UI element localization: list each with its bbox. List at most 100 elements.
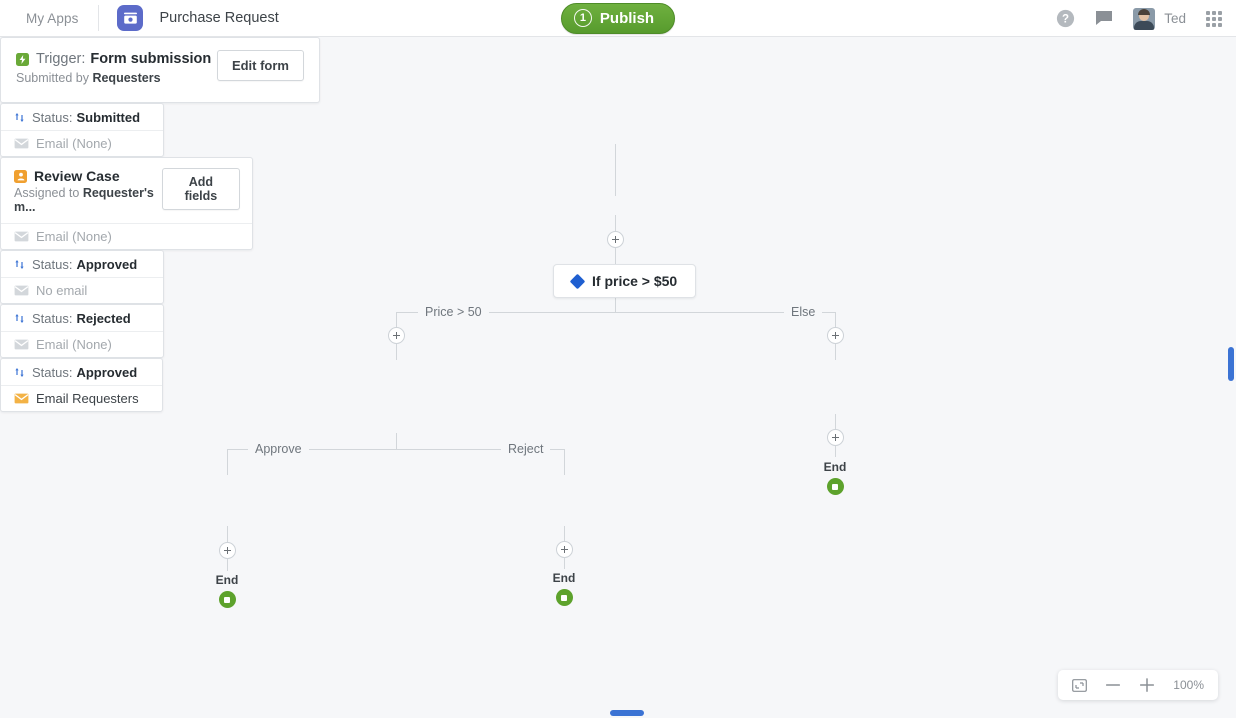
lightning-bolt-icon bbox=[16, 52, 29, 66]
add-step-plus-false-branch[interactable] bbox=[827, 327, 844, 344]
status-row: Status: Approved bbox=[1, 359, 162, 385]
end-stop-icon bbox=[218, 591, 236, 608]
connector-condition-stem bbox=[615, 298, 616, 312]
publish-label: Publish bbox=[599, 9, 655, 27]
help-circle-icon[interactable]: ? bbox=[1056, 9, 1075, 28]
connector-false-branch bbox=[835, 312, 836, 329]
status-prefix: Status: bbox=[32, 109, 73, 125]
end-stop-icon bbox=[826, 478, 844, 495]
trigger-name: Form submission bbox=[90, 51, 212, 67]
email-row: Email (None) bbox=[1, 130, 163, 156]
add-step-plus-approve[interactable] bbox=[219, 542, 236, 559]
status-arrows-icon bbox=[14, 366, 25, 379]
envelope-icon bbox=[14, 285, 29, 296]
assigned-prefix: Assigned to bbox=[14, 186, 80, 200]
status-arrows-icon bbox=[14, 111, 25, 124]
app-title: Purchase Request bbox=[159, 10, 279, 26]
status-value: Submitted bbox=[76, 109, 141, 125]
end-node-reject[interactable]: End bbox=[536, 571, 592, 606]
add-fields-button[interactable]: Add fields bbox=[161, 168, 240, 210]
connector-else-to-plus bbox=[835, 414, 836, 438]
status-prefix: Status: bbox=[32, 310, 73, 326]
status-prefix: Status: bbox=[32, 364, 73, 380]
status-row: Status: Submitted bbox=[1, 104, 163, 130]
zoom-level-label: 100% bbox=[1173, 678, 1204, 692]
user-name: Ted bbox=[1164, 11, 1186, 26]
chat-bubble-icon[interactable] bbox=[1095, 10, 1113, 27]
status-value: Approved bbox=[76, 256, 138, 272]
review-case-title-row: Review Case bbox=[14, 168, 162, 184]
svg-text:?: ? bbox=[1062, 14, 1069, 26]
money-app-icon[interactable] bbox=[117, 5, 144, 31]
email-text: Email Requesters bbox=[36, 391, 139, 406]
end-node-approve[interactable]: End bbox=[199, 573, 255, 608]
envelope-icon bbox=[14, 138, 29, 149]
email-row: Email (None) bbox=[1, 331, 163, 357]
connector-trigger-to-status bbox=[615, 144, 616, 196]
trigger-node[interactable]: Trigger: Form submission Submitted by Re… bbox=[0, 37, 320, 103]
horizontal-scrollbar[interactable] bbox=[610, 710, 644, 716]
review-case-title: Review Case bbox=[34, 168, 120, 184]
branch-label-reject: Reject bbox=[501, 442, 551, 456]
avatar bbox=[1133, 7, 1156, 30]
publish-count-badge: 1 bbox=[573, 9, 592, 27]
end-label: End bbox=[215, 573, 239, 587]
connector-reject-plus-to-end bbox=[564, 558, 565, 569]
envelope-icon bbox=[14, 339, 29, 350]
condition-node[interactable]: If price > $50 bbox=[553, 264, 697, 298]
connector-else-plus-to-end bbox=[835, 446, 836, 457]
condition-label: If price > $50 bbox=[592, 273, 678, 289]
apps-grid-icon[interactable] bbox=[1206, 10, 1222, 27]
status-prefix: Status: bbox=[32, 256, 73, 272]
branch-bar-condition bbox=[396, 312, 835, 313]
status-arrows-icon bbox=[14, 258, 25, 271]
connector-reject-branch bbox=[564, 449, 565, 475]
publish-button[interactable]: 1 Publish bbox=[560, 3, 676, 34]
trigger-subtitle-prefix: Submitted by bbox=[16, 71, 89, 85]
edit-form-button[interactable]: Edit form bbox=[216, 50, 304, 81]
status-submitted-node[interactable]: Status: Submitted Email (None) bbox=[0, 103, 164, 157]
publish-container: 1 Publish bbox=[0, 0, 1236, 37]
trigger-headline: Trigger: Form submission bbox=[16, 51, 211, 67]
toolbar-divider bbox=[98, 5, 100, 31]
add-step-plus-else[interactable] bbox=[827, 429, 844, 446]
email-text: No email bbox=[36, 283, 88, 298]
fit-to-screen-icon[interactable] bbox=[1072, 678, 1088, 692]
end-node-else[interactable]: End bbox=[807, 460, 863, 495]
review-case-email-text: Email (None) bbox=[36, 229, 112, 244]
review-case-assignee: Assigned to Requester's m... bbox=[14, 186, 162, 214]
email-text: Email (None) bbox=[36, 337, 112, 352]
my-apps-link[interactable]: My Apps bbox=[26, 10, 79, 26]
add-step-plus-reject[interactable] bbox=[556, 541, 573, 558]
status-rejected-node[interactable]: Status: Rejected Email (None) bbox=[0, 304, 164, 358]
assigned-value: Requester's m... bbox=[14, 186, 154, 214]
email-row: Email Requesters bbox=[1, 385, 162, 411]
connector-review-stem bbox=[396, 433, 397, 449]
connector-approve-plus-to-end bbox=[227, 559, 228, 571]
trigger-subtitle: Submitted by Requesters bbox=[16, 71, 211, 85]
connector-true-plus-to-review bbox=[396, 344, 397, 360]
connector-status-to-plus bbox=[615, 215, 616, 240]
zoom-in-button[interactable] bbox=[1139, 678, 1155, 692]
zoom-out-button[interactable] bbox=[1105, 678, 1121, 692]
review-case-email-row: Email (None) bbox=[1, 223, 252, 249]
email-text: Email (None) bbox=[36, 136, 112, 151]
connector-false-plus-to-status bbox=[835, 344, 836, 360]
connector-approve-branch bbox=[227, 449, 228, 475]
add-step-plus-true-branch[interactable] bbox=[388, 327, 405, 344]
add-step-plus-main[interactable] bbox=[607, 231, 624, 248]
user-menu[interactable]: Ted bbox=[1133, 7, 1186, 30]
branch-bar-review bbox=[227, 449, 564, 450]
status-approved-else-node[interactable]: Status: Approved Email Requesters bbox=[0, 358, 163, 412]
vertical-scrollbar[interactable] bbox=[1228, 347, 1234, 381]
connector-plus-to-condition bbox=[615, 248, 616, 264]
workflow-canvas[interactable]: Trigger: Form submission Submitted by Re… bbox=[0, 37, 1236, 718]
review-case-node[interactable]: Review Case Assigned to Requester's m...… bbox=[0, 157, 253, 250]
branch-label-true: Price > 50 bbox=[418, 305, 489, 319]
connector-reject-to-plus bbox=[564, 526, 565, 550]
envelope-filled-icon bbox=[14, 393, 29, 404]
status-value: Approved bbox=[76, 364, 138, 380]
end-label: End bbox=[823, 460, 847, 474]
status-approved-node[interactable]: Status: Approved No email bbox=[0, 250, 164, 304]
end-label: End bbox=[552, 571, 576, 585]
